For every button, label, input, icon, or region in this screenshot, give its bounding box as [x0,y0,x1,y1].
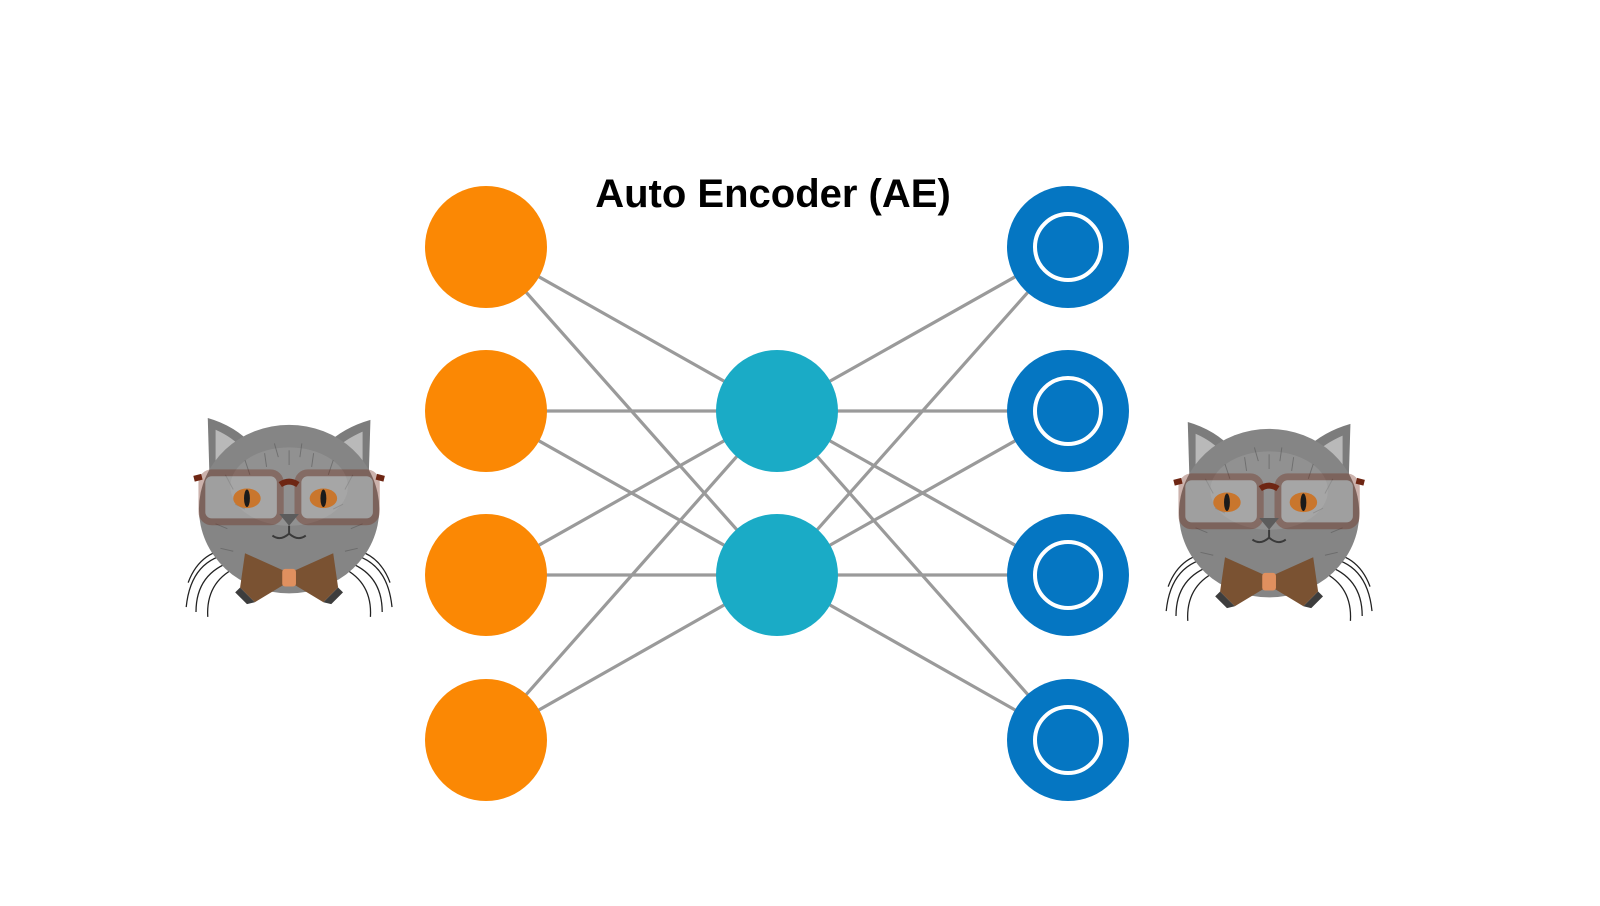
input-node-3 [425,514,547,636]
output-node-1 [1007,186,1129,308]
input-node-1 [425,186,547,308]
edge-input-4-hidden-1 [484,409,779,742]
input-node-2 [425,350,547,472]
output-node-4 [1007,679,1129,801]
output-node-ring [1033,212,1103,282]
hidden-node-2 [716,514,838,636]
edges [484,245,1070,742]
hidden-node-1 [716,350,838,472]
output-node-3 [1007,514,1129,636]
output-node-ring [1033,376,1103,446]
input-node-4 [425,679,547,801]
edge-hidden-2-output-1 [775,245,1070,577]
output-layer [1007,186,1129,801]
diagram-title: Auto Encoder (AE) [595,172,951,216]
output-node-ring [1033,540,1103,610]
hidden-layer [716,350,838,636]
output-cat-icon [1166,422,1372,621]
output-node-ring [1033,705,1103,775]
output-node-2 [1007,350,1129,472]
input-layer [425,186,547,801]
input-cat-icon [186,418,392,617]
